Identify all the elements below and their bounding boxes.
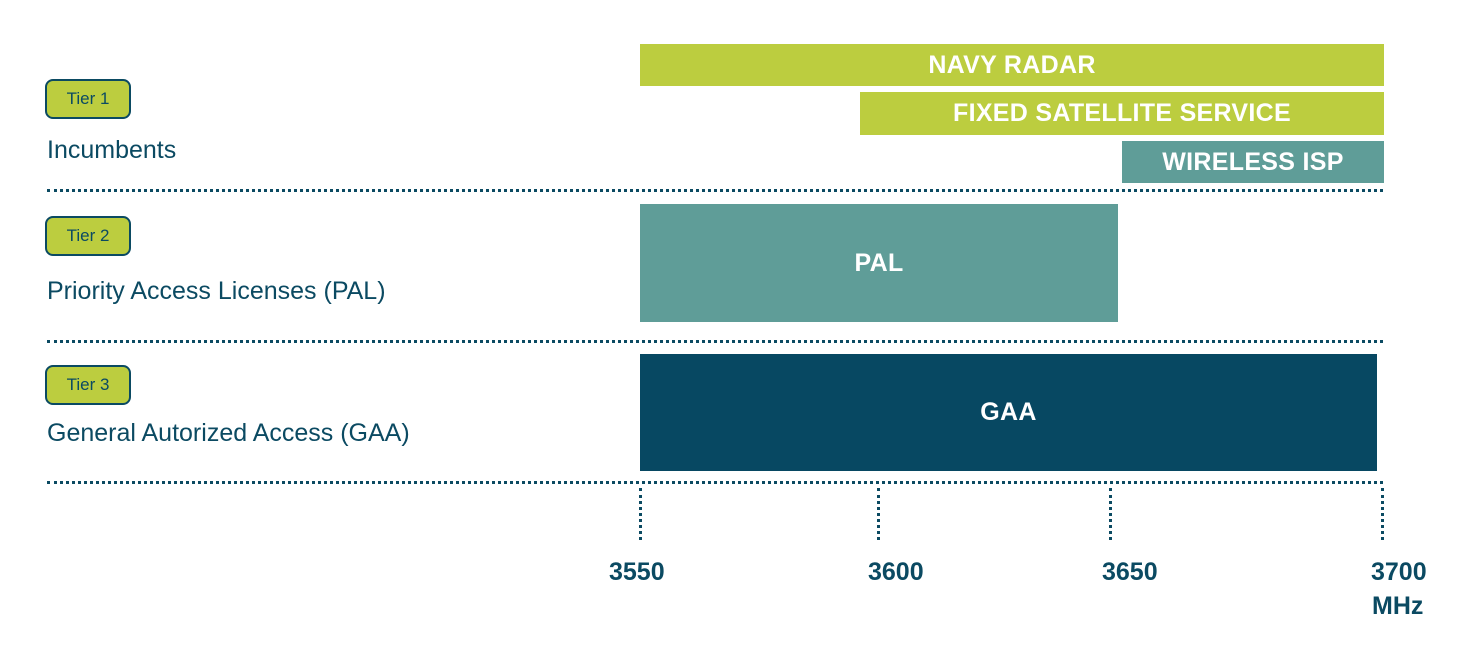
navy-radar-band: NAVY RADAR xyxy=(640,44,1384,86)
tier-separator-3 xyxy=(47,481,1383,484)
tick-label-3650: 3650 xyxy=(1102,558,1158,586)
tick-line-3550 xyxy=(639,488,642,540)
tier-separator-1 xyxy=(47,189,1383,192)
tick-label-3550: 3550 xyxy=(609,558,665,586)
tier-2-badge: Tier 2 xyxy=(45,216,131,256)
gaa-band: GAA xyxy=(640,354,1377,471)
frequency-unit-label: MHz xyxy=(1372,592,1424,620)
pal-band: PAL xyxy=(640,204,1118,322)
fixed-satellite-service-band: FIXED SATELLITE SERVICE xyxy=(860,92,1384,135)
tick-line-3700 xyxy=(1381,488,1384,540)
tier-3-badge: Tier 3 xyxy=(45,365,131,405)
tick-line-3650 xyxy=(1109,488,1112,540)
wireless-isp-band: WIRELESS ISP xyxy=(1122,141,1384,183)
tick-label-3700: 3700 xyxy=(1371,558,1427,586)
tier-1-badge: Tier 1 xyxy=(45,79,131,119)
tick-label-3600: 3600 xyxy=(868,558,924,586)
tier-3-name: General Autorized Access (GAA) xyxy=(47,419,410,447)
tier-1-name: Incumbents xyxy=(47,136,177,164)
tier-separator-2 xyxy=(47,340,1383,343)
tier-2-name: Priority Access Licenses (PAL) xyxy=(47,277,386,305)
tick-line-3600 xyxy=(877,488,880,540)
